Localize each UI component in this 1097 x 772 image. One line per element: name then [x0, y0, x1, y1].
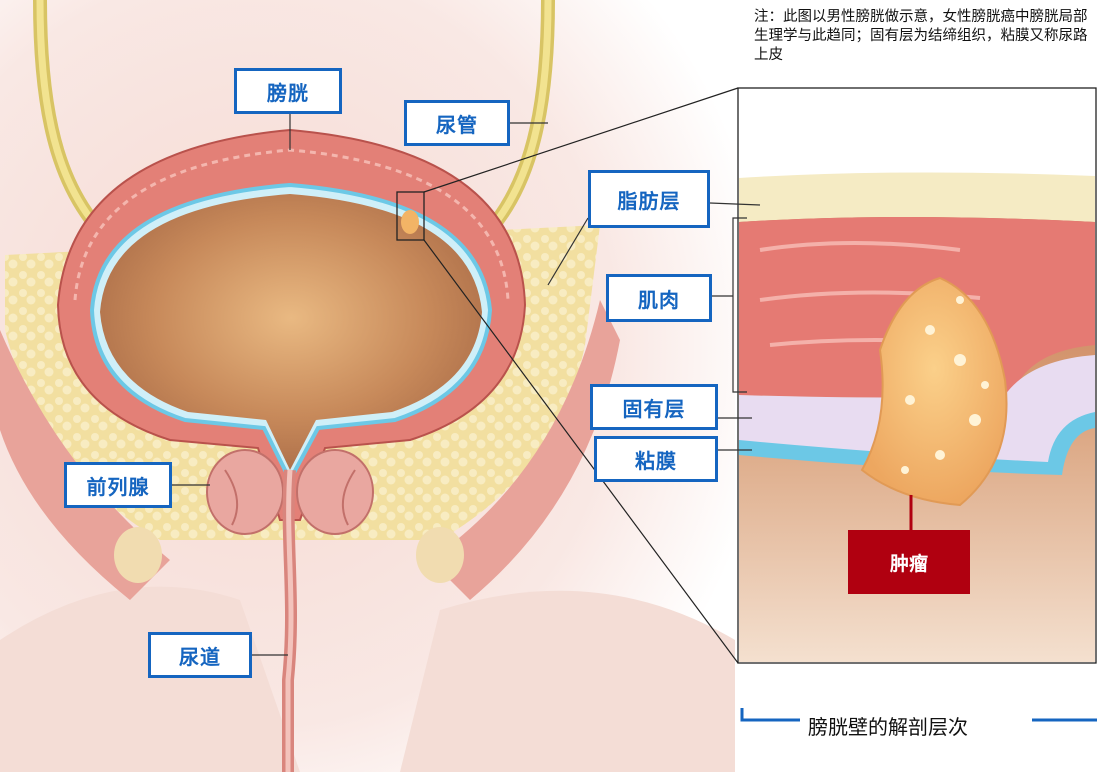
label-tumor: 肿瘤	[848, 530, 970, 594]
label-lamina-propria: 固有层	[590, 384, 718, 430]
label-fat-layer: 脂肪层	[588, 170, 710, 228]
label-prostate: 前列腺	[64, 462, 172, 508]
label-ureter: 尿管	[404, 100, 510, 146]
figure-caption: 膀胱壁的解剖层次	[808, 711, 968, 740]
label-bladder: 膀胱	[234, 68, 342, 114]
label-muscle: 肌肉	[606, 274, 712, 322]
note-text: 注：此图以男性膀胱做示意，女性膀胱癌中膀胱局部生理学与此趋同；固有层为结缔组织，…	[754, 8, 1094, 65]
label-mucosa: 粘膜	[594, 436, 718, 482]
label-urethra: 尿道	[148, 632, 252, 678]
